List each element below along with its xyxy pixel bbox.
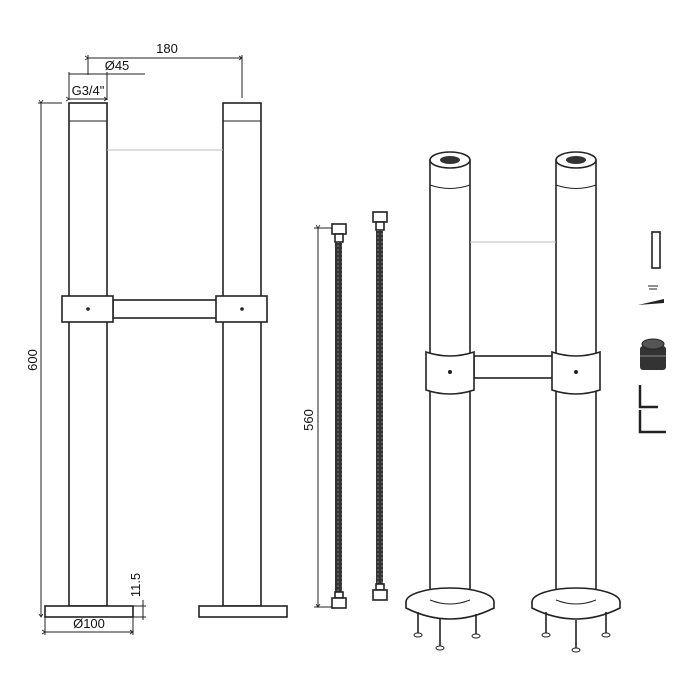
bracket-icon bbox=[638, 410, 666, 434]
perspective-view bbox=[405, 151, 621, 653]
right-pipe bbox=[198, 102, 288, 618]
dim-height-label: 600 bbox=[25, 349, 40, 371]
hose-left bbox=[331, 223, 347, 609]
elevation-view: 180 Ø45 G3/4" 600 Ø100 11.5 bbox=[25, 41, 288, 635]
flexible-hoses: 560 bbox=[301, 211, 388, 609]
accessories bbox=[638, 231, 666, 434]
crossbar bbox=[112, 299, 218, 319]
dim-11-5: 11.5 bbox=[128, 573, 146, 620]
dim-100: Ø100 bbox=[45, 616, 133, 635]
dim-thread: G3/4" bbox=[69, 83, 107, 99]
dim-45: Ø45 bbox=[68, 58, 145, 100]
pipe-3d-left bbox=[405, 151, 495, 651]
pin-icon bbox=[651, 231, 661, 269]
hose-right bbox=[372, 211, 388, 601]
left-pipe bbox=[44, 102, 134, 618]
dim-thread-label: G3/4" bbox=[72, 83, 105, 98]
bracket-icon bbox=[638, 385, 658, 409]
nut-icon bbox=[640, 338, 666, 370]
dim-base-thickness-label: 11.5 bbox=[128, 573, 143, 597]
clamp-3d-left bbox=[425, 350, 475, 395]
screw-icon bbox=[638, 299, 664, 305]
dim-base-diameter-label: Ø100 bbox=[73, 616, 105, 631]
dim-180: 180 bbox=[88, 41, 242, 98]
dim-560: 560 bbox=[301, 228, 332, 607]
crossbar-3d bbox=[473, 355, 555, 379]
pipe-3d-right bbox=[531, 151, 621, 653]
dim-hose-length-label: 560 bbox=[301, 409, 316, 431]
dim-pipe-diameter-label: Ø45 bbox=[105, 58, 130, 73]
clamp-3d-right bbox=[551, 350, 601, 395]
dim-spacing-label: 180 bbox=[156, 41, 178, 56]
left-clamp bbox=[61, 295, 114, 323]
dim-600: 600 bbox=[25, 103, 62, 617]
right-clamp bbox=[215, 295, 268, 323]
